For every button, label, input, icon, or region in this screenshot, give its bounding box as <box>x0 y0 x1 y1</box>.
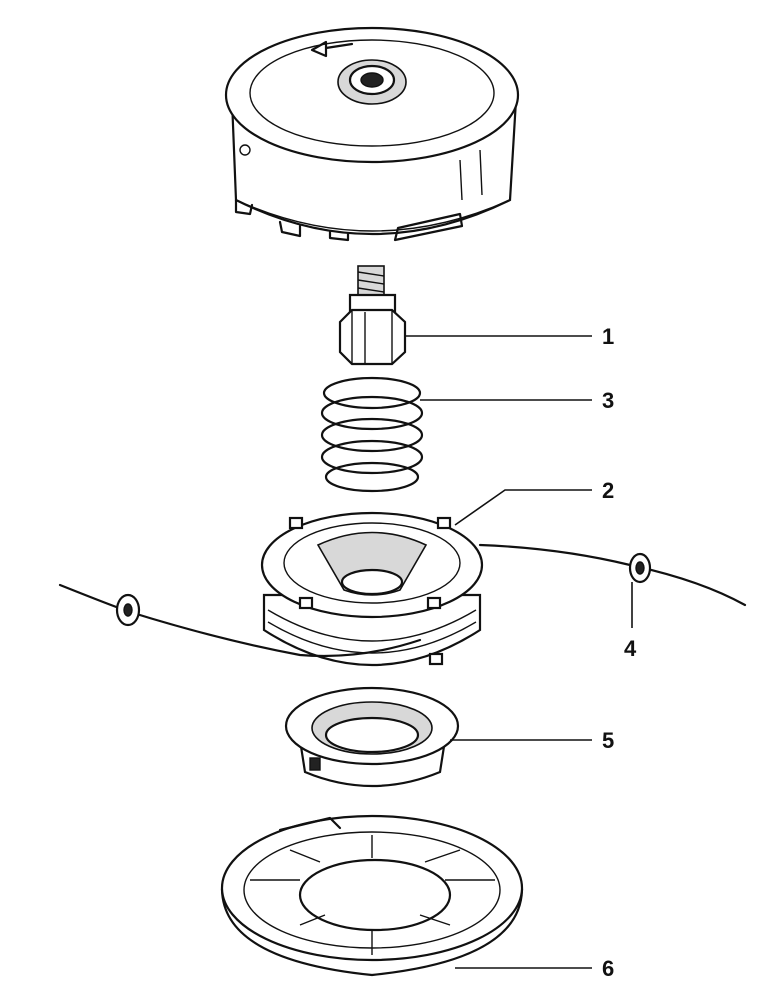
callout-label-6: 6 <box>602 956 614 981</box>
callout-label-2: 2 <box>602 478 614 503</box>
callouts: 1 3 2 4 5 6 <box>405 324 637 981</box>
part-6-base-housing <box>220 814 524 977</box>
callout-label-3: 3 <box>602 388 614 413</box>
part-2-spool <box>260 511 484 667</box>
leader-2 <box>454 489 592 526</box>
part-3-spring <box>320 376 424 493</box>
callout-label-4: 4 <box>624 636 637 661</box>
part-5-ratchet-ring <box>284 686 460 788</box>
callout-label-5: 5 <box>602 728 614 753</box>
part-1-nut-bolt <box>338 265 407 366</box>
part-4-trimmer-line <box>58 543 747 658</box>
callout-label-1: 1 <box>602 324 614 349</box>
cover-housing <box>224 26 520 242</box>
